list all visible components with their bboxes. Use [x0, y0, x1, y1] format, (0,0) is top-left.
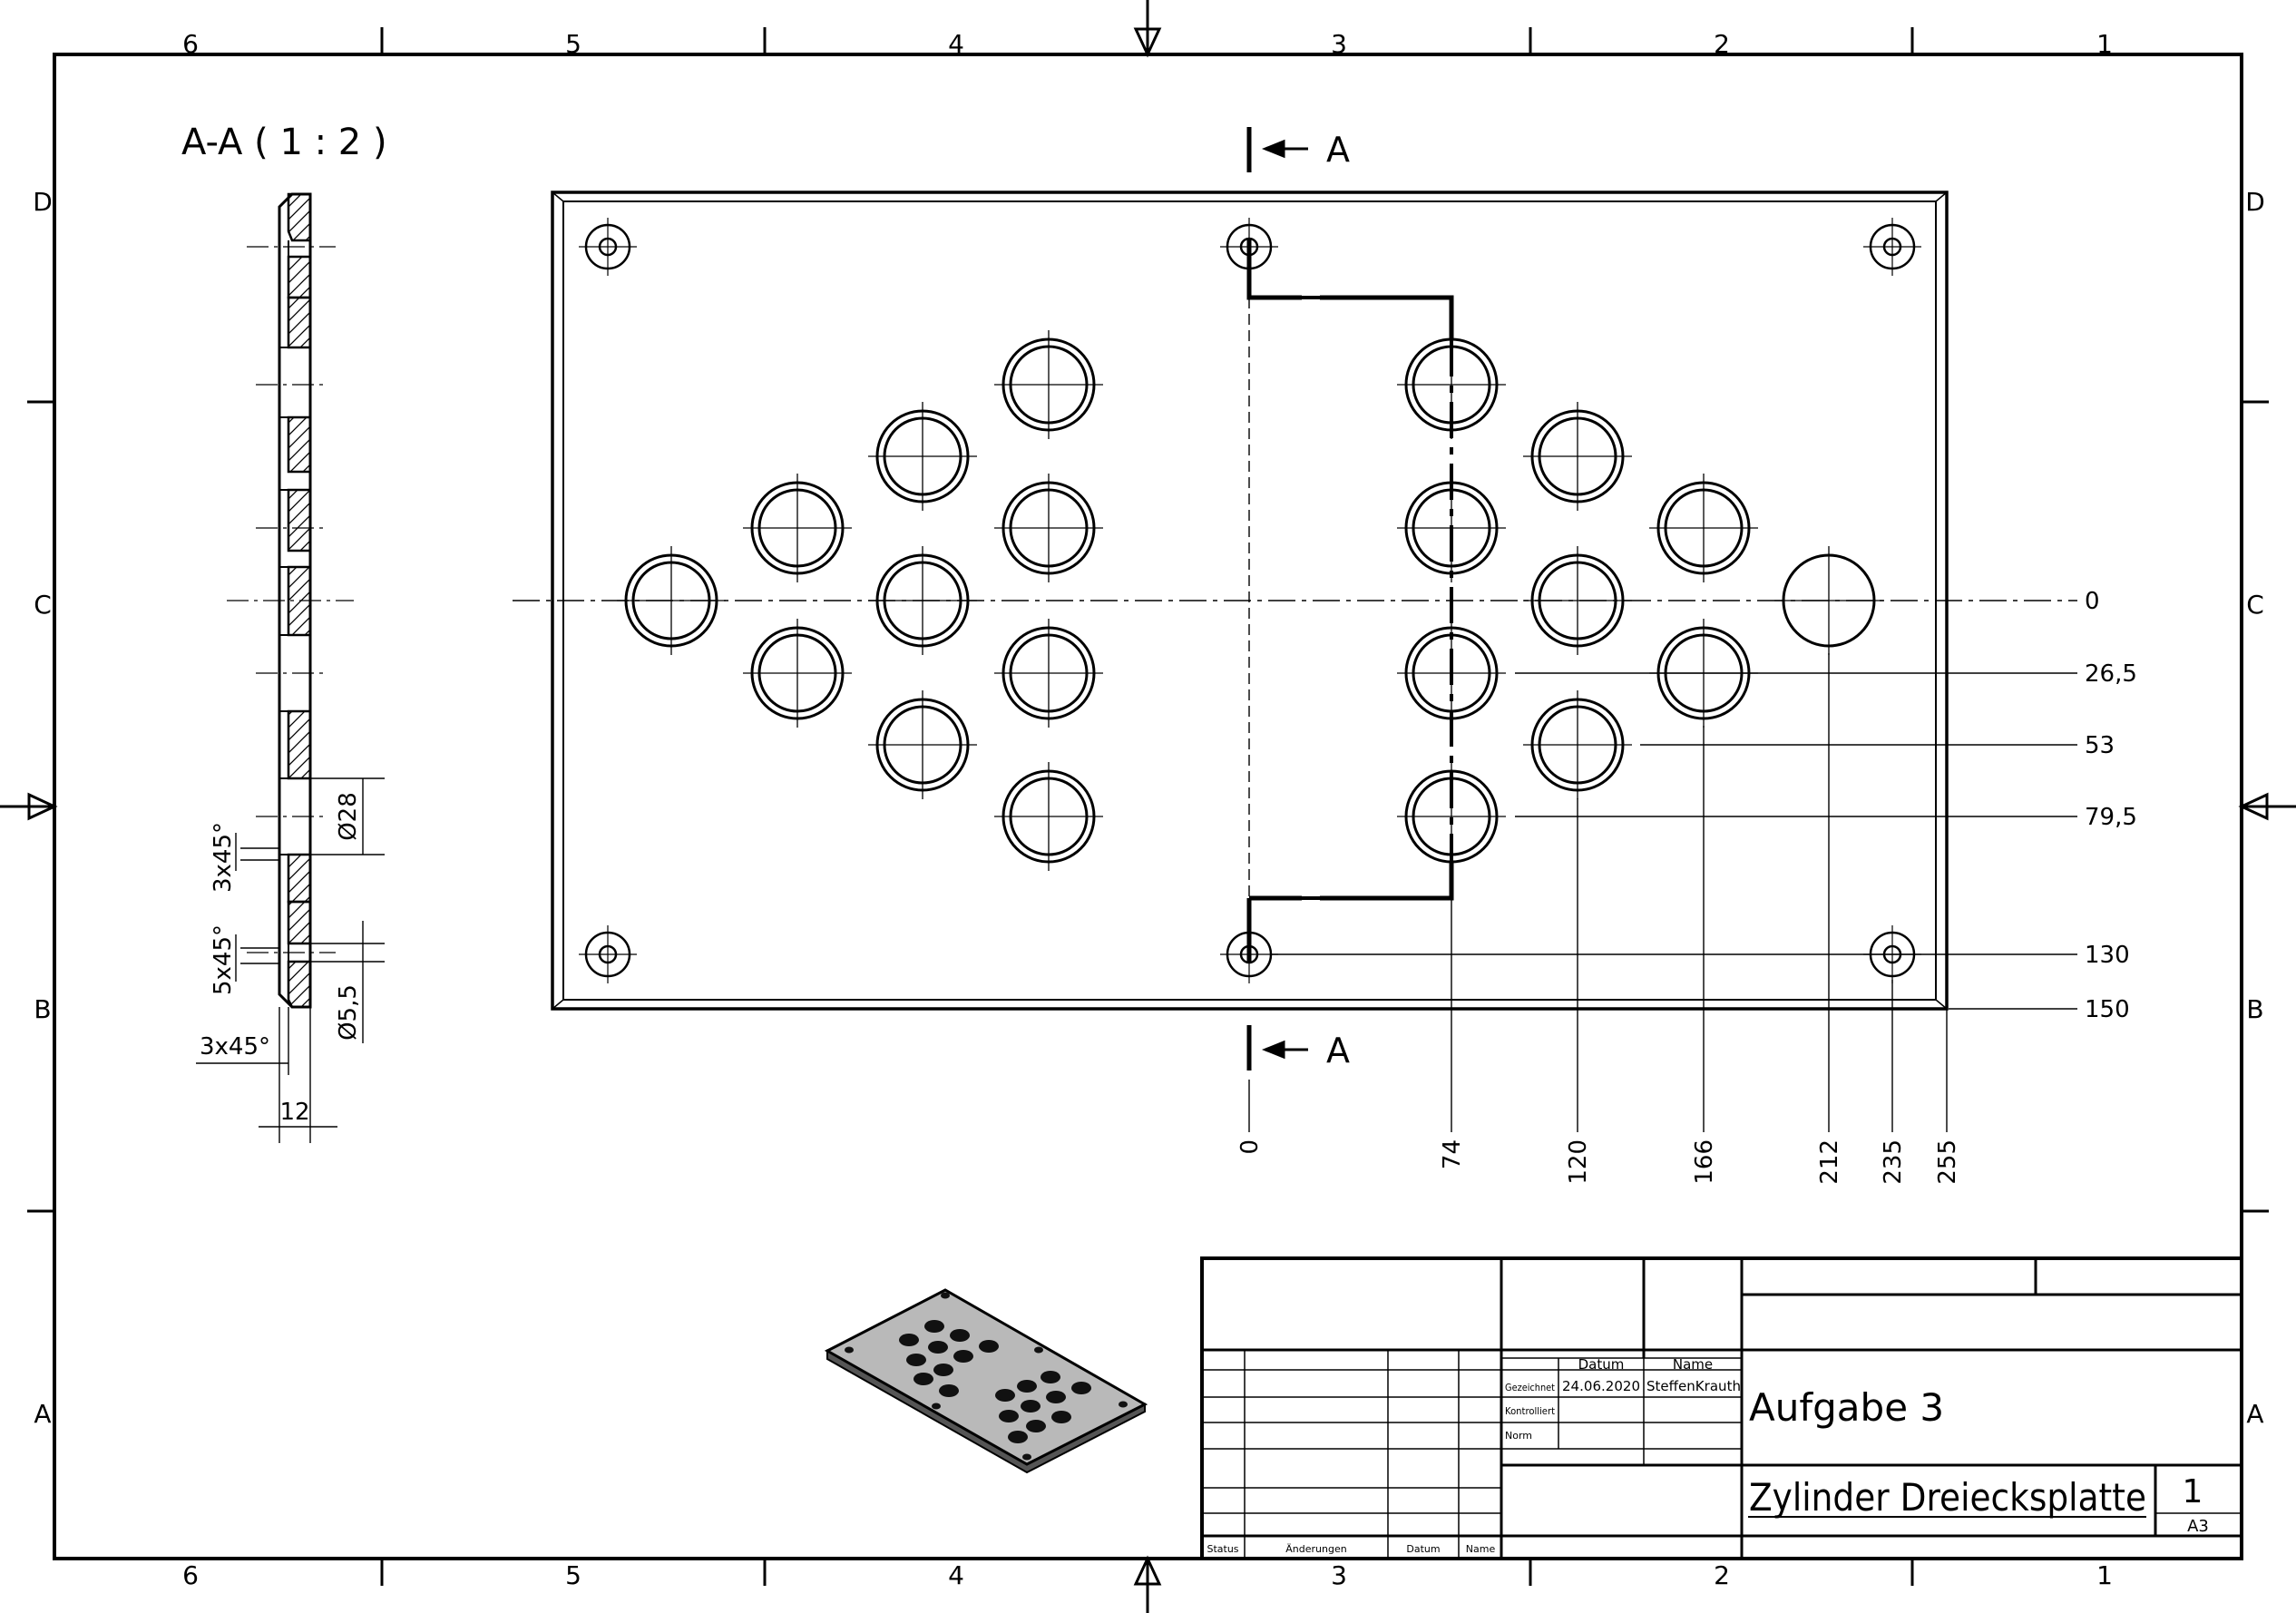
ordinate-y-label: 150	[2085, 996, 2130, 1023]
zone-col-label: 5	[565, 29, 581, 59]
hole	[1523, 546, 1632, 655]
tb-drawing-name: Zylinder Dreiecksplatte	[1749, 1475, 2146, 1520]
section-arrow-label-bottom: A	[1326, 1031, 1350, 1070]
ordinate-leaders-x	[1248, 653, 1948, 1132]
ordinate-x-label: 120	[1565, 1139, 1592, 1185]
tb-rev-date: Datum	[1406, 1543, 1440, 1555]
hole	[994, 762, 1103, 871]
title-block-text: Datum Name Gezeichnet Kontrolliert Norm …	[1207, 1356, 2208, 1555]
isometric-view	[824, 1288, 1148, 1474]
ordinate-x-label: 166	[1691, 1139, 1718, 1185]
hole	[994, 330, 1103, 439]
section-hatched-material	[287, 192, 312, 1009]
tb-col-datum: Datum	[1578, 1356, 1625, 1373]
ordinate-y-label: 130	[2085, 942, 2130, 969]
tb-row-gezeichnet: Gezeichnet	[1505, 1382, 1556, 1393]
tb-row-kontrolliert: Kontrolliert	[1505, 1405, 1556, 1417]
hole	[743, 474, 852, 582]
zone-row-label: D	[2245, 187, 2265, 217]
zone-col-label: 6	[182, 1560, 199, 1590]
zone-col-label: 2	[1714, 1560, 1730, 1590]
ordinate-x-label: 212	[1816, 1139, 1843, 1185]
hole	[994, 474, 1103, 582]
hole	[868, 402, 977, 511]
ordinate-y-label: 0	[2085, 588, 2100, 615]
hole	[1523, 402, 1632, 511]
hole	[1523, 690, 1632, 799]
tb-rev-name: Name	[1466, 1543, 1496, 1555]
tb-rev-status: Status	[1207, 1543, 1238, 1555]
zone-col-label: 2	[1714, 29, 1730, 59]
zone-row-label: B	[34, 994, 51, 1024]
ordinate-x-label: 74	[1439, 1139, 1466, 1169]
mounting-hole	[579, 925, 637, 983]
zone-row-label: B	[2246, 994, 2263, 1024]
ordinate-x-label: 0	[1236, 1139, 1264, 1155]
tb-date: 24.06.2020	[1562, 1378, 1640, 1394]
isometric-plate-top	[824, 1288, 1148, 1466]
hole	[1649, 474, 1758, 582]
section-cut-line	[1246, 127, 1454, 1070]
isometric-holes	[845, 1292, 1128, 1461]
tb-format: A3	[2187, 1517, 2209, 1536]
ordinate-x-label: 255	[1934, 1139, 1961, 1185]
ordinate-y-label: 79,5	[2085, 804, 2137, 831]
hole	[1774, 546, 1883, 655]
title-block	[1200, 1256, 2243, 1560]
dim-thickness: 12	[279, 1099, 309, 1126]
hole	[994, 619, 1103, 728]
zone-col-label: 1	[2096, 29, 2113, 59]
zone-col-label: 3	[1331, 29, 1347, 59]
ordinate-labels-y: 0 26,5 53 79,5 130 150	[2085, 588, 2137, 1023]
zone-row-label: A	[34, 1399, 51, 1429]
zone-col-label: 5	[565, 1560, 581, 1590]
ordinate-labels-x: 0 74 120 166 212 235 255	[1236, 1139, 1961, 1185]
dim-diameter-28: Ø28	[335, 792, 362, 841]
dim-chamfer-mid: 5x45°	[210, 924, 237, 995]
ordinate-x-label: 235	[1880, 1139, 1907, 1185]
ordinate-y-label: 53	[2085, 732, 2115, 759]
dim-chamfer-bottom: 3x45°	[200, 1033, 270, 1061]
tb-col-name: Name	[1673, 1356, 1713, 1373]
section-view-label: A-A ( 1 : 2 )	[181, 122, 387, 163]
zone-row-label: D	[33, 187, 53, 217]
tb-title: Aufgabe 3	[1749, 1385, 1944, 1430]
zone-row-label: C	[34, 590, 52, 620]
tb-row-norm: Norm	[1505, 1430, 1532, 1442]
tb-author: SteffenKrauth	[1646, 1378, 1741, 1394]
zone-col-label: 1	[2096, 1560, 2113, 1590]
section-arrow-label-top: A	[1326, 130, 1350, 170]
mounting-hole	[579, 218, 637, 276]
ordinate-y-label: 26,5	[2085, 660, 2137, 688]
hole	[617, 546, 726, 655]
zone-row-label: C	[2246, 590, 2264, 620]
ordinate-leaders-y	[1270, 672, 2077, 1010]
zone-col-label: 4	[948, 29, 964, 59]
mounting-hole	[1863, 218, 1921, 276]
section-view	[196, 192, 385, 1143]
zone-row-label: A	[2246, 1399, 2263, 1429]
front-view	[513, 127, 2077, 1132]
hole	[868, 690, 977, 799]
hole-group-left	[617, 330, 1103, 871]
section-arrows	[1261, 139, 1308, 1060]
hole	[868, 546, 977, 655]
dim-chamfer-top: 3x45°	[210, 822, 237, 893]
zone-col-label: 4	[948, 1560, 964, 1590]
hole	[743, 619, 852, 728]
zone-col-label: 3	[1331, 1560, 1347, 1590]
tb-sheet-number: 1	[2183, 1473, 2203, 1510]
section-outline	[278, 192, 312, 1009]
zone-labels: 6 5 4 3 2 1 6 5 4 3 2 1 D C B A D C B A	[33, 29, 2265, 1590]
dim-diameter-5-5: Ø5,5	[335, 984, 362, 1041]
tb-rev-changes: Änderungen	[1285, 1543, 1346, 1555]
zone-col-label: 6	[182, 29, 199, 59]
